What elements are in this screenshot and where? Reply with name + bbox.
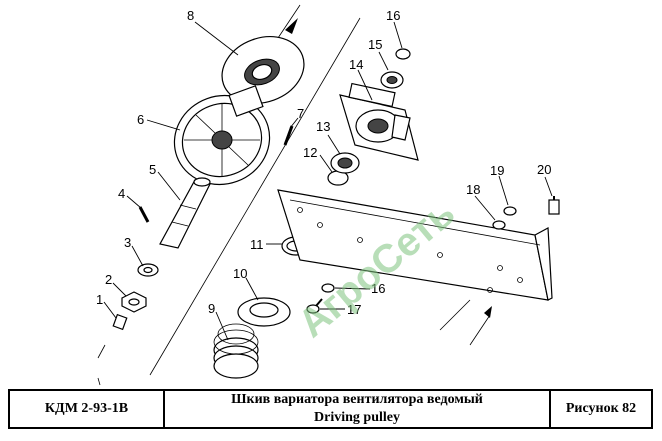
part-16b-nut <box>321 283 335 293</box>
assembly-axis-lines <box>97 4 492 386</box>
callout-5: 5 <box>149 162 156 177</box>
callout-8: 8 <box>187 8 194 23</box>
part-3-washer <box>137 263 159 277</box>
part-15-nut <box>380 71 404 89</box>
leader-lines <box>103 21 553 341</box>
callout-3: 3 <box>124 235 131 250</box>
callout-13: 13 <box>316 119 330 134</box>
part-8-cone-disk <box>221 36 305 104</box>
callout-10: 10 <box>233 266 247 281</box>
part-10-cup <box>237 297 291 327</box>
callout-11: 11 <box>250 237 264 252</box>
callout-4: 4 <box>118 186 125 201</box>
part-18-nut <box>492 220 506 230</box>
callout-9: 9 <box>208 301 215 316</box>
bracket-plate <box>277 189 553 301</box>
part-name-russian: Шкив вариатора вентилятора ведомый <box>231 392 483 407</box>
callout-20: 20 <box>537 162 551 177</box>
callout-14: 14 <box>349 57 363 72</box>
part-5-shaft <box>159 177 211 249</box>
callout-15: 15 <box>368 37 382 52</box>
callout-6: 6 <box>137 112 144 127</box>
part-17-bolt <box>306 298 323 314</box>
callout-16-bottom: 16 <box>371 281 385 296</box>
part-9-spring <box>213 323 259 379</box>
callout-1: 1 <box>96 292 103 307</box>
part-4-key <box>138 206 150 223</box>
callout-19: 19 <box>490 163 504 178</box>
part-16-cap <box>395 48 411 60</box>
part-14-bearing-housing <box>339 82 419 161</box>
part-2-nut <box>121 291 147 313</box>
part-name-english: Driving pulley <box>314 410 400 425</box>
callout-7: 7 <box>297 106 304 121</box>
part-7-pin <box>283 125 294 146</box>
part-1-bolt <box>112 313 128 331</box>
drawing-code: КДМ 2-93-1В <box>10 391 165 427</box>
part-name: Шкив вариатора вентилятора ведомый Drivi… <box>165 391 551 427</box>
callout-2: 2 <box>105 272 112 287</box>
part-20-bolt <box>548 196 560 215</box>
callout-17: 17 <box>347 302 361 317</box>
part-13-bearing <box>330 152 360 174</box>
callout-16-top: 16 <box>386 8 400 23</box>
callout-12: 12 <box>303 145 317 160</box>
part-6-pulley-wheel <box>173 85 271 186</box>
callout-18: 18 <box>466 182 480 197</box>
figure-number: Рисунок 82 <box>565 401 637 416</box>
title-block: КДМ 2-93-1В Шкив вариатора вентилятора в… <box>8 389 653 429</box>
part-19-washer <box>503 206 517 216</box>
